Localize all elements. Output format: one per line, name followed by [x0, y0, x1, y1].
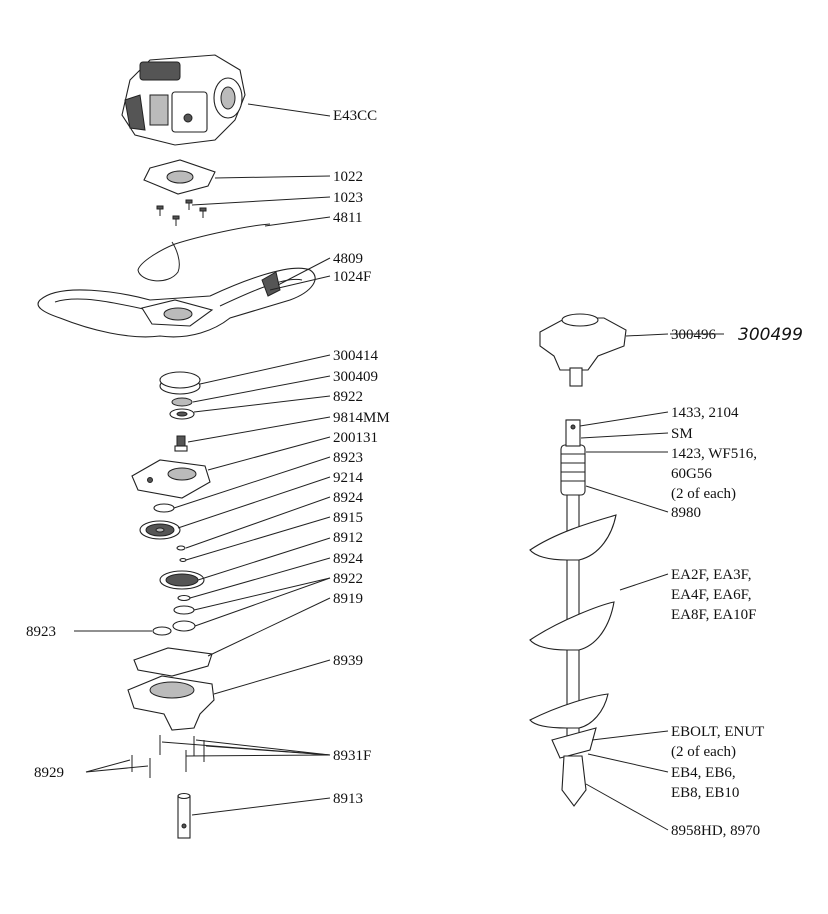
ring-illustration	[159, 371, 201, 395]
label-8913: 8913	[333, 791, 363, 807]
label-8923-upper: 8923	[333, 450, 363, 466]
label-9814mm: 9814MM	[333, 410, 390, 426]
gear-9214-illustration	[139, 520, 181, 540]
handlebar-illustration	[37, 267, 316, 338]
output-shaft-illustration	[177, 792, 191, 839]
label-300499-handwritten: 300499	[738, 325, 803, 345]
label-8924-upper: 8924	[333, 490, 364, 506]
bearing-8923-illustration	[153, 503, 175, 513]
label-1023: 1023	[333, 190, 363, 206]
label-eb-line2: EB8, EB10	[671, 785, 739, 801]
gasket-illustration	[133, 647, 213, 677]
label-1423-line1: 1423, WF516,	[671, 446, 757, 462]
label-1022: 1022	[333, 169, 363, 185]
label-8939: 8939	[333, 653, 363, 669]
screws-illustration	[156, 199, 207, 226]
adapter-plate-illustration	[143, 159, 216, 195]
label-8922-lower: 8922	[333, 571, 363, 587]
label-300409: 300409	[333, 369, 378, 385]
label-8924-lower: 8924	[333, 551, 364, 567]
label-9214: 9214	[333, 470, 364, 486]
label-1423-line3: (2 of each)	[671, 486, 736, 502]
throttle-cable-illustration	[137, 223, 271, 282]
label-ebolt-line2: (2 of each)	[671, 744, 736, 760]
label-200131: 200131	[333, 430, 378, 446]
seal-illustration	[171, 397, 193, 407]
bolts-illustration	[131, 735, 205, 778]
label-8931f: 8931F	[333, 748, 371, 764]
label-ea-line1: EA2F, EA3F,	[671, 567, 752, 583]
label-8915: 8915	[333, 510, 363, 526]
label-eb-line1: EB4, EB6,	[671, 765, 736, 781]
label-1433-2104: 1433, 2104	[671, 405, 739, 421]
label-300496-struck: 300496	[670, 327, 724, 343]
label-8922-upper: 8922	[333, 389, 363, 405]
label-1024f: 1024F	[333, 269, 371, 285]
label-8919: 8919	[333, 591, 363, 607]
label-sm: SM	[671, 426, 693, 442]
label-4811: 4811	[333, 210, 362, 226]
label-1423-line2: 60G56	[671, 466, 712, 482]
label-8912: 8912	[333, 530, 363, 546]
label-8958hd-8970: 8958HD, 8970	[671, 823, 760, 839]
grease-fitting-illustration	[174, 435, 188, 452]
label-e43cc: E43CC	[333, 108, 377, 124]
engine-illustration	[121, 54, 246, 146]
label-8923-left: 8923	[26, 624, 56, 640]
label-300496: 300496	[671, 327, 717, 343]
lower-housing-illustration	[127, 675, 215, 731]
label-8929: 8929	[34, 765, 64, 781]
gear-second-illustration	[159, 570, 205, 590]
label-8980: 8980	[671, 505, 701, 521]
upper-housing-illustration	[131, 459, 211, 499]
label-ea-line3: EA8F, EA10F	[671, 607, 756, 623]
label-ebolt-line1: EBOLT, ENUT	[671, 724, 764, 740]
auger-adapter-illustration	[539, 313, 627, 387]
label-ea-line2: EA4F, EA6F,	[671, 587, 752, 603]
auger-illustration	[529, 419, 617, 807]
label-300414: 300414	[333, 348, 379, 364]
leader-lines	[74, 103, 669, 831]
label-4809: 4809	[333, 251, 363, 267]
